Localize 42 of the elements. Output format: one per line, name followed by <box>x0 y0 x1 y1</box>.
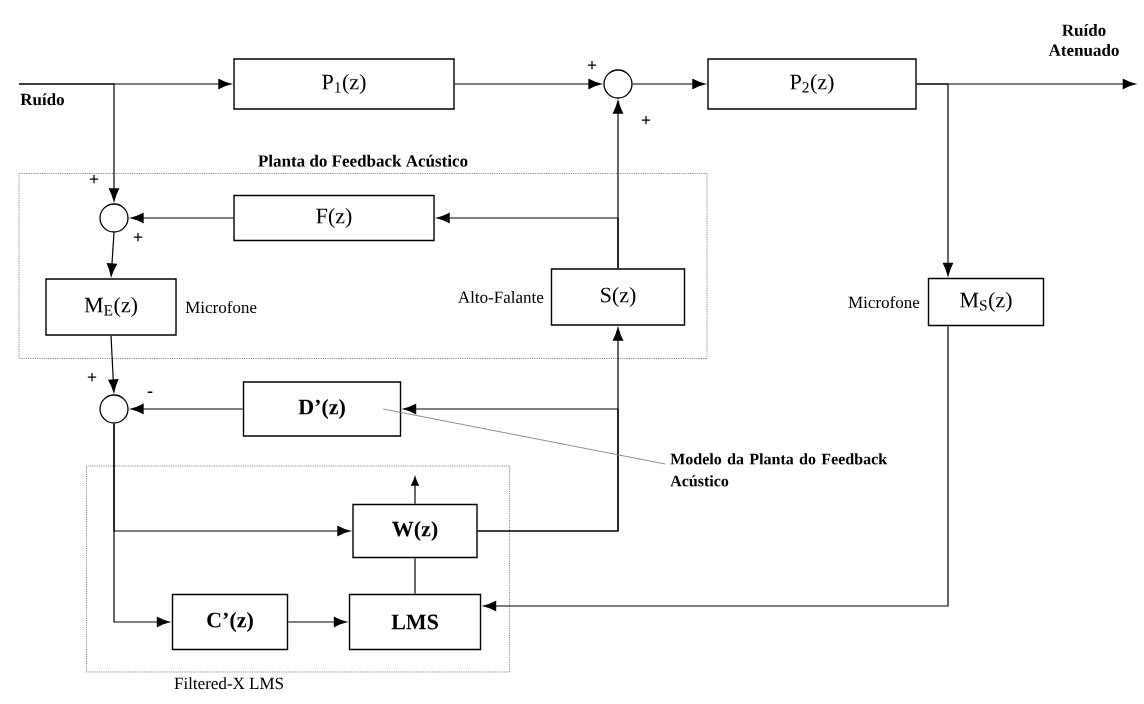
sign-label: + <box>87 372 97 382</box>
block-box: LMS <box>348 593 482 651</box>
signal-label: Ruído <box>20 93 64 106</box>
block-box: M$_{S}$(z) <box>927 277 1045 327</box>
arrow <box>287 616 347 628</box>
arrow <box>106 232 117 277</box>
sign-label: + <box>89 174 99 184</box>
arrow <box>454 78 602 90</box>
summing-junction <box>99 394 129 424</box>
side-label: Microfone <box>185 300 257 314</box>
sign-label: + <box>133 232 143 242</box>
arrow <box>483 325 949 612</box>
block-box: W(z) <box>352 503 478 559</box>
block-box: F(z) <box>233 194 435 242</box>
arrow <box>436 212 619 269</box>
side-label: Microfone <box>848 295 920 309</box>
arrow <box>130 212 234 224</box>
block-box: C’(z) <box>171 593 289 651</box>
summing-junction <box>603 69 633 99</box>
arrow <box>632 78 706 90</box>
signal-label: Modelo da Planta do Feedback Acústico <box>670 453 888 487</box>
arrow <box>916 83 954 276</box>
block-box: P$_{2}$(z) <box>707 58 917 110</box>
block-box: S(z) <box>550 268 686 326</box>
arrow <box>403 403 619 532</box>
sign-label: - <box>147 391 153 393</box>
block-box: P$_{1}$(z) <box>233 58 455 110</box>
arrow <box>18 83 120 202</box>
leader-line <box>382 408 666 465</box>
connector-line <box>414 557 416 595</box>
block-box: D’(z) <box>242 381 402 437</box>
sign-label: + <box>641 115 651 125</box>
arrow <box>130 403 244 415</box>
summing-junction <box>99 203 129 233</box>
side-label: Alto-Falante <box>458 291 544 303</box>
signal-label: Ruído Atenuado <box>1048 24 1119 56</box>
group-title: Planta do Feedback Acústico <box>258 154 468 167</box>
block-box: M$_{E}$(z) <box>45 278 177 336</box>
sign-label: + <box>587 60 597 70</box>
arrow <box>113 423 351 537</box>
arrow <box>108 335 119 393</box>
group-title: Filtered-X LMS <box>174 677 283 690</box>
